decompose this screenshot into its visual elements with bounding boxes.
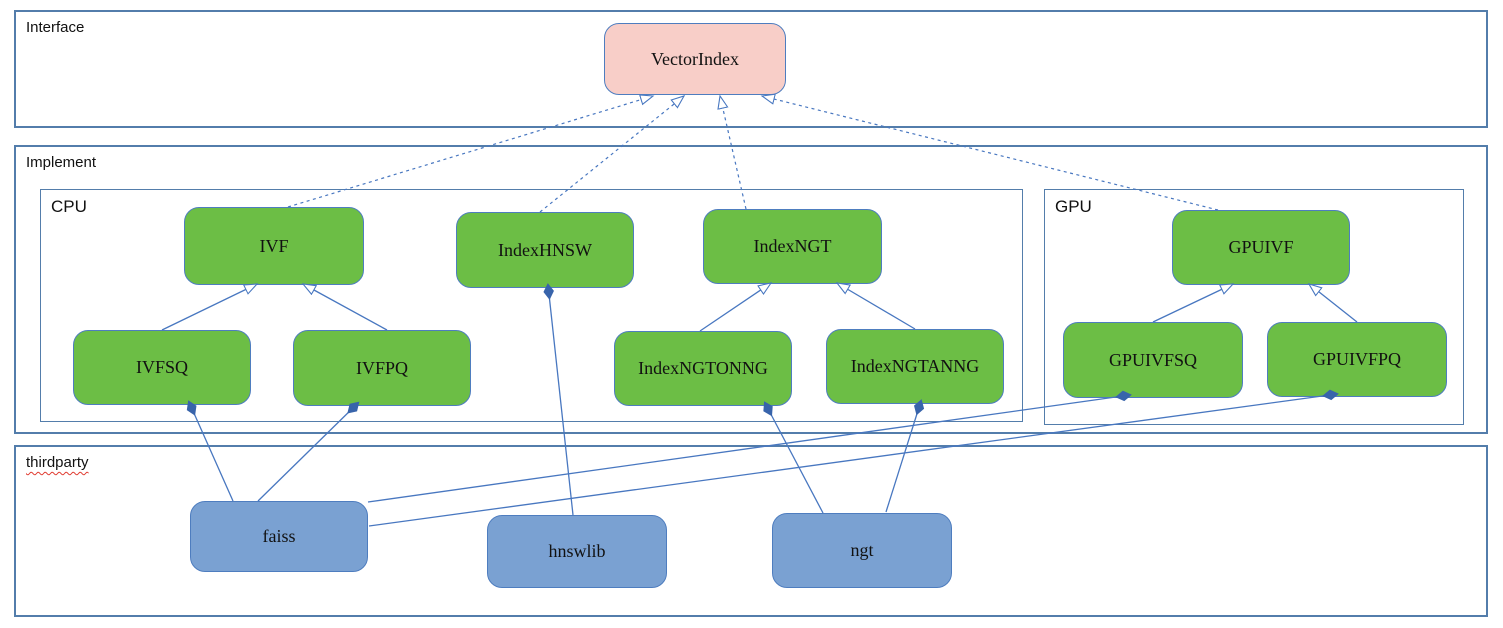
- node-indexngt: IndexNGT: [703, 209, 882, 284]
- node-indexngt-label: IndexNGT: [753, 236, 832, 256]
- node-indexngtanng-label: IndexNGTANNG: [850, 356, 980, 376]
- section-label-gpu: GPU: [1055, 197, 1092, 216]
- node-faiss-label: faiss: [262, 526, 296, 546]
- node-ivf: IVF: [184, 207, 364, 285]
- node-ivfsq-label: IVFSQ: [135, 357, 188, 377]
- node-hnswlib-label: hnswlib: [548, 541, 606, 561]
- node-indexngtanng: IndexNGTANNG: [826, 329, 1004, 404]
- node-gpuivfpq-label: GPUIVFPQ: [1312, 349, 1402, 369]
- node-indexngtonng: IndexNGTONNG: [614, 331, 792, 406]
- section-label-implement: Implement: [26, 154, 97, 171]
- node-ivfsq: IVFSQ: [73, 330, 251, 405]
- node-gpuivfsq-label: GPUIVFSQ: [1108, 349, 1198, 370]
- node-vectorindex-label: VectorIndex: [651, 48, 739, 69]
- node-faiss: faiss: [190, 501, 368, 572]
- node-ivf-label: IVF: [259, 235, 289, 256]
- node-vectorindex: VectorIndex: [604, 23, 786, 95]
- section-interface: Interface: [14, 10, 1488, 128]
- section-label-interface: Interface: [26, 19, 85, 36]
- node-ivfpq-label: IVFPQ: [355, 357, 408, 378]
- node-gpuivf-label: GPUIVF: [1228, 237, 1294, 257]
- section-label-thirdparty: thirdparty: [26, 454, 89, 471]
- node-indexngtonng-label: IndexNGTONNG: [638, 358, 768, 378]
- section-label-cpu: CPU: [51, 197, 87, 216]
- node-ngt: ngt: [772, 513, 952, 588]
- node-indexhnsw-label: IndexHNSW: [498, 239, 592, 260]
- node-gpuivf: GPUIVF: [1172, 210, 1350, 285]
- node-ngt-label: ngt: [850, 540, 874, 560]
- node-gpuivfpq: GPUIVFPQ: [1267, 322, 1447, 397]
- node-ivfpq: IVFPQ: [293, 330, 471, 406]
- node-gpuivfsq: GPUIVFSQ: [1063, 322, 1243, 398]
- node-indexhnsw: IndexHNSW: [456, 212, 634, 288]
- node-hnswlib: hnswlib: [487, 515, 667, 588]
